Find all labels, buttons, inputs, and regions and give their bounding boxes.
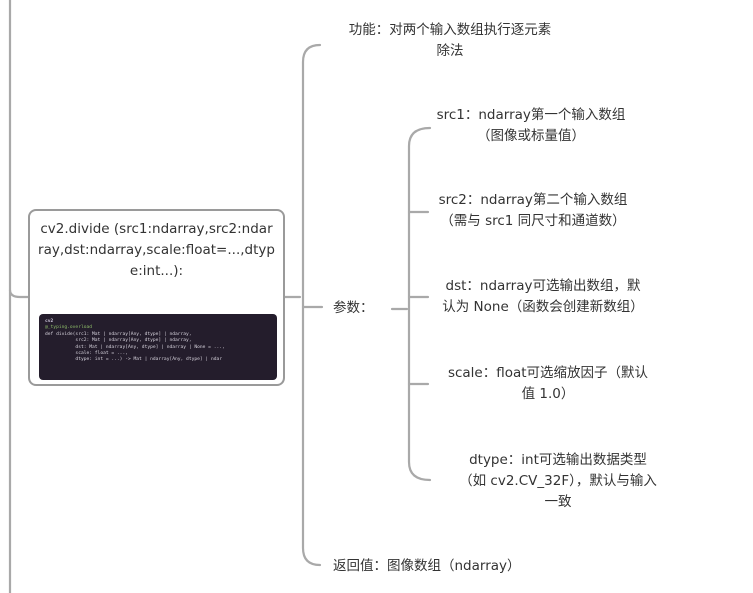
code-snippet-image: cv2 @_typing.overload def divide(src1: M…	[39, 314, 277, 380]
param-dtype-node[interactable]: dtype：int可选输出数据类型 （如 cv2.CV_32F），默认与输入 一…	[440, 450, 676, 513]
root-node-title: cv2.divide (src1:ndarray,src2:ndarray,ds…	[38, 221, 275, 279]
params-node[interactable]: 参数：	[333, 298, 374, 319]
params-node-label: 参数：	[333, 300, 374, 316]
param-src2-node[interactable]: src2：ndarray第二个输入数组 （需与 src1 同尺寸和通道数）	[422, 190, 644, 232]
param-dtype-line1: dtype：int可选输出数据类型	[469, 452, 647, 468]
root-node[interactable]: cv2.divide (src1:ndarray,src2:ndarray,ds…	[28, 209, 285, 386]
returns-node[interactable]: 返回值：图像数组（ndarray）	[333, 556, 521, 577]
param-dst-line1: dst：ndarray可选输出数组，默	[445, 278, 641, 294]
code-snippet-line: scale: float = ...,	[45, 351, 128, 357]
code-snippet-line: src2: Mat | ndarray[Any, dtype] | ndarra…	[45, 338, 192, 344]
code-snippet-header: cv2	[45, 319, 54, 324]
code-snippet-line: def divide(src1: Mat | ndarray[Any, dtyp…	[45, 331, 192, 337]
param-scale-node[interactable]: scale：float可选缩放因子（默认 值 1.0）	[430, 363, 666, 405]
param-dtype-line2: （如 cv2.CV_32F），默认与输入	[459, 473, 657, 489]
sub-branch-bracket	[407, 126, 432, 482]
code-snippet-line: dst: Mat | ndarray[Any, dtype] | ndarray…	[45, 344, 225, 350]
function-node-line2: 除法	[436, 43, 464, 59]
returns-node-label: 返回值：图像数组（ndarray）	[333, 558, 521, 574]
function-node-line1: 功能：对两个输入数组执行逐元素	[348, 22, 552, 38]
param-src1-line1: src1：ndarray第一个输入数组	[436, 107, 626, 123]
code-snippet-line: dtype: int = ...) -> Mat | ndarray[Any, …	[45, 357, 223, 363]
param-src1-node[interactable]: src1：ndarray第一个输入数组 （图像或标量值）	[426, 105, 636, 147]
param-dst-line2: 认为 None（函数会创建新数组）	[442, 299, 644, 315]
param-scale-line1: scale：float可选缩放因子（默认	[447, 365, 649, 381]
param-src2-line1: src2：ndarray第二个输入数组	[438, 192, 628, 208]
left-trunk-to-root	[8, 288, 30, 299]
param-src1-line2: （图像或标量值）	[477, 128, 585, 144]
param-dst-node[interactable]: dst：ndarray可选输出数组，默 认为 None（函数会创建新数组）	[422, 276, 664, 318]
param-src2-line2: （需与 src1 同尺寸和通道数）	[440, 213, 626, 229]
main-branch-bracket	[301, 43, 322, 567]
param-scale-line2: 值 1.0）	[521, 386, 575, 402]
function-node[interactable]: 功能：对两个输入数组执行逐元素 除法	[332, 20, 568, 62]
param-dtype-line3: 一致	[544, 494, 572, 510]
code-snippet-decorator: @_typing.overload	[45, 325, 93, 331]
